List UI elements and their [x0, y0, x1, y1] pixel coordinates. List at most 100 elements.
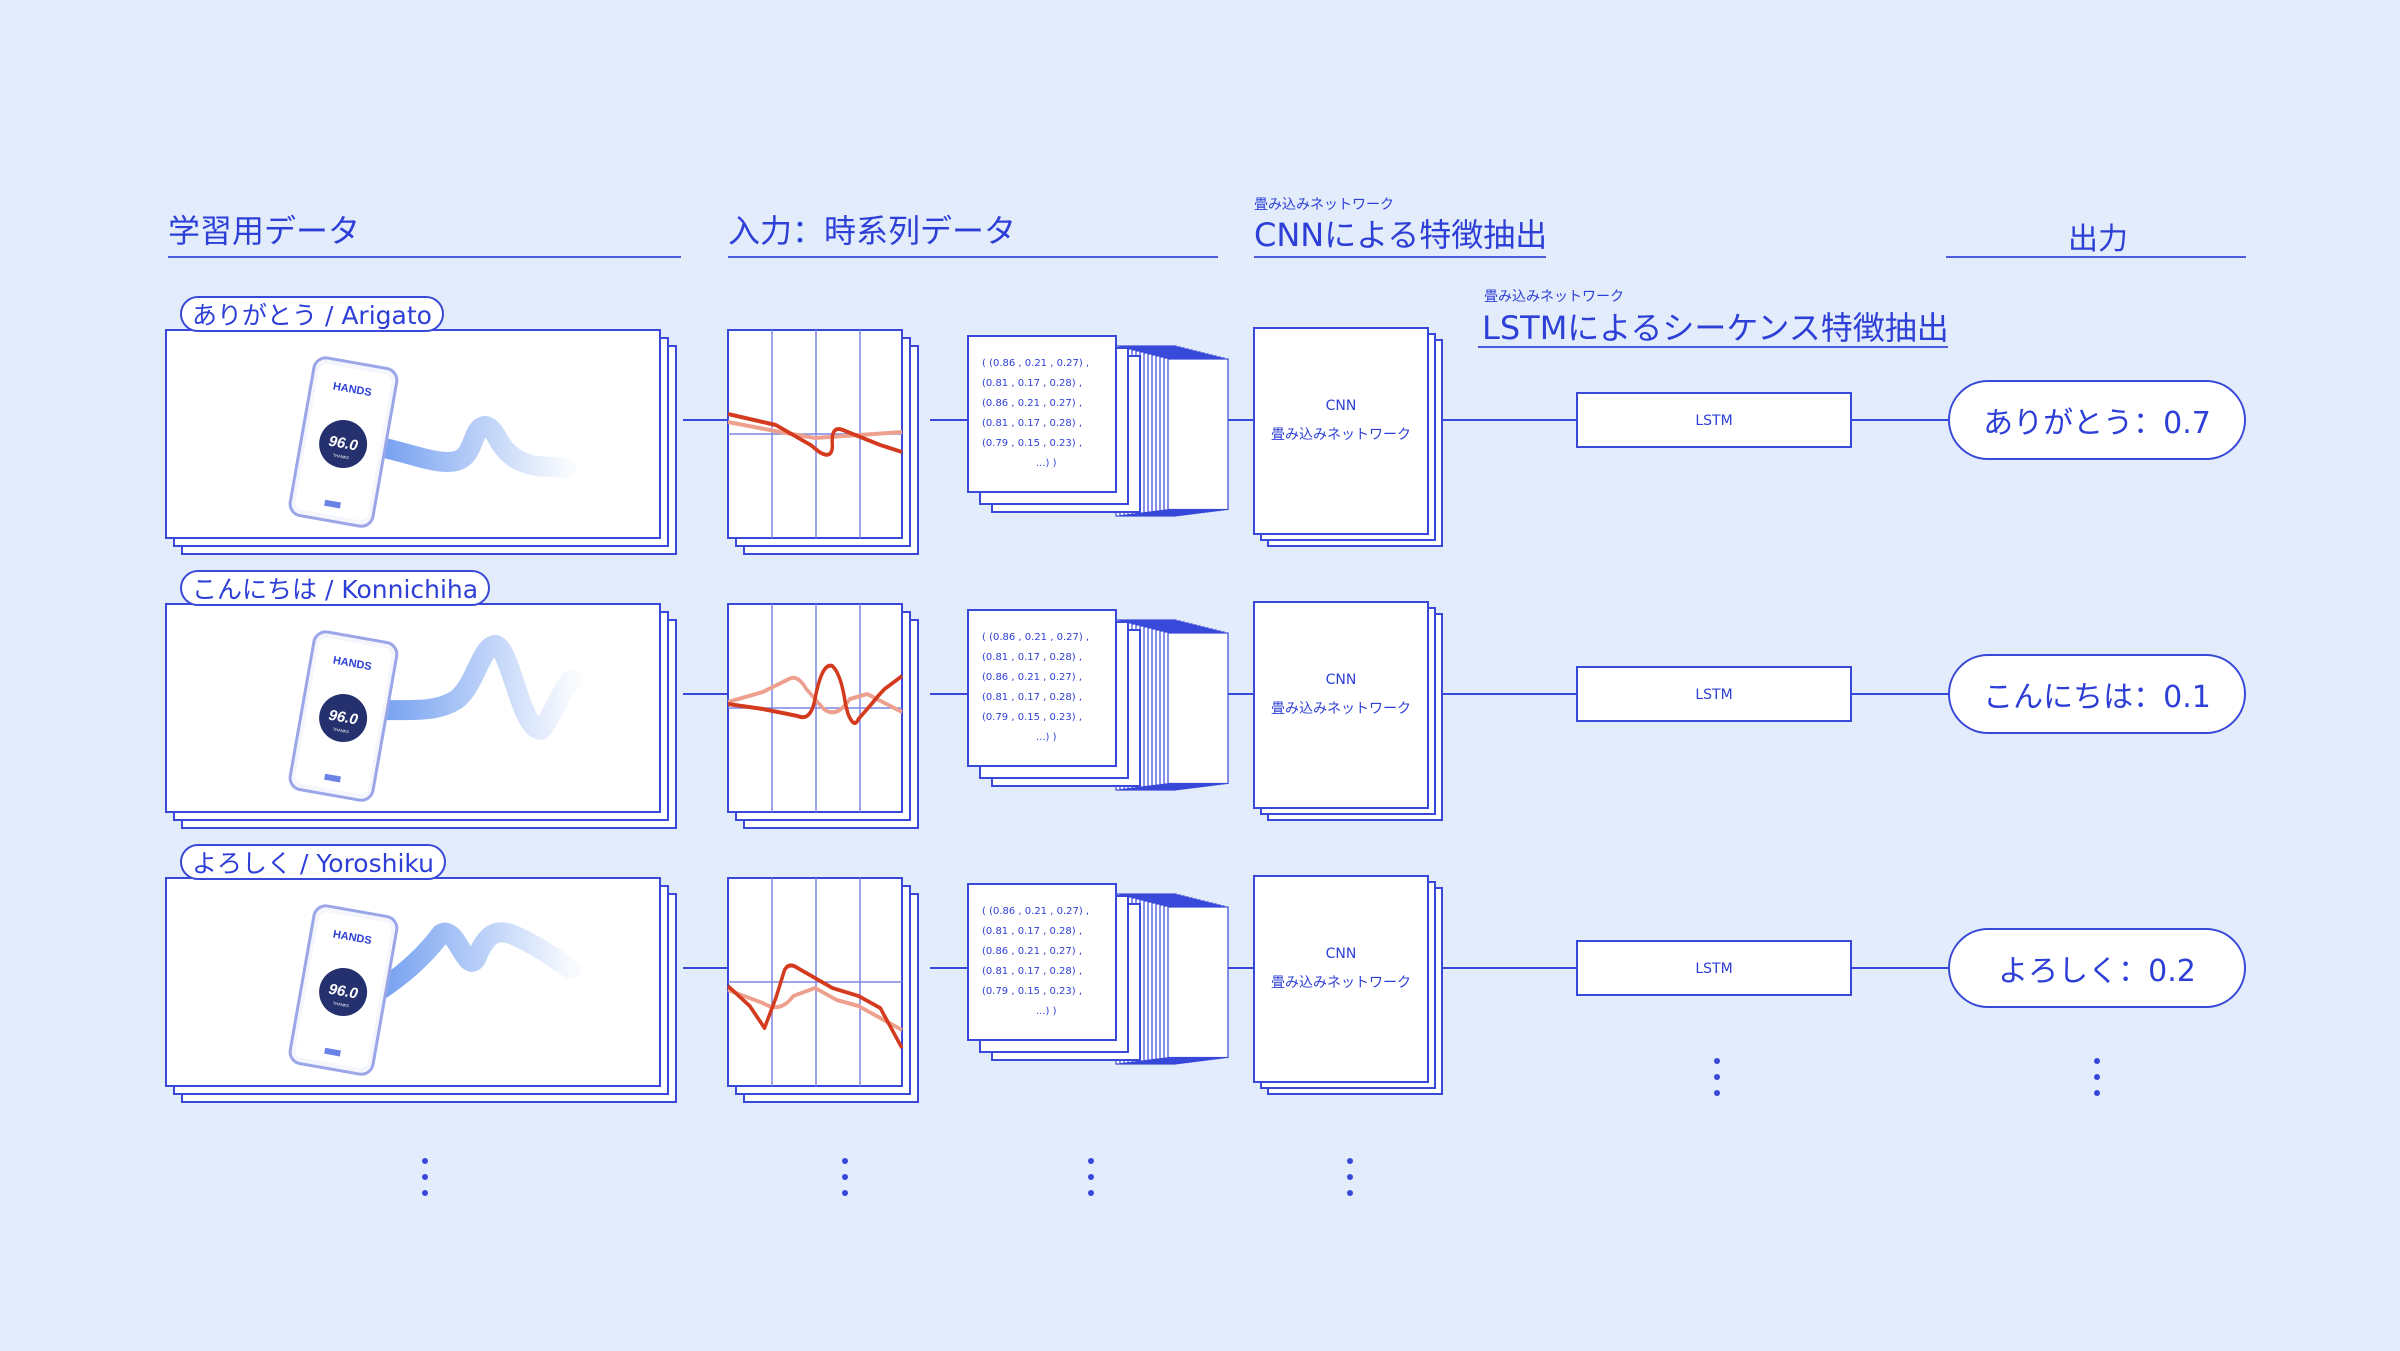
header-cnn-title: CNNによる特徴抽出 — [1254, 216, 1548, 254]
header-cnn-ruby: 畳み込みネットワーク — [1254, 197, 1394, 213]
header-cnn-underline — [1254, 256, 1546, 258]
matrix-row: (0.79 , 0.15 , 0.23) , — [982, 438, 1082, 449]
output-probability: よろしく：0.2 — [1948, 928, 2246, 1008]
continuation-dots — [422, 1158, 428, 1206]
phone-home-icon — [324, 1047, 341, 1057]
cnn-card: CNN 畳み込みネットワーク — [1253, 327, 1443, 547]
hand-motion-swoosh — [364, 922, 581, 1004]
header-lstm-title: LSTMによるシーケンス特徴抽出 — [1482, 309, 1949, 347]
phone-home-icon — [324, 773, 341, 783]
score-circle — [319, 694, 368, 743]
lstm-box: LSTM — [1576, 940, 1852, 996]
phone-score: 96.0 — [327, 981, 359, 1003]
score-circle — [319, 420, 368, 469]
matrix-stack: ( (0.86 , 0.21 , 0.27) , (0.81 , 0.17 , 0… — [967, 609, 1229, 791]
signal-group — [726, 963, 904, 1050]
phone-score: 96.0 — [327, 433, 359, 455]
cnn-sheet — [1253, 327, 1429, 535]
phone-score-caption: THANKS — [333, 1000, 350, 1008]
cnn-subtitle: 畳み込みネットワーク — [1271, 975, 1411, 991]
matrix-stack: ( (0.86 , 0.21 , 0.27) , (0.81 , 0.17 , 0… — [967, 883, 1229, 1065]
matrix-row: ...) ) — [1036, 458, 1057, 469]
signal-dark — [726, 963, 904, 1050]
timeseries-card — [727, 603, 919, 829]
cnn-card: CNN 畳み込みネットワーク — [1253, 601, 1443, 821]
matrix-row: ( (0.86 , 0.21 , 0.27) , — [982, 358, 1089, 369]
cnn-sheet — [1253, 601, 1429, 809]
lstm-rect — [1576, 666, 1852, 722]
matrix-row: (0.81 , 0.17 , 0.28) , — [982, 926, 1082, 937]
sample-label: よろしく / Yoroshiku — [180, 844, 446, 880]
lstm-label: LSTM — [1695, 961, 1732, 977]
cnn-title: CNN — [1326, 398, 1357, 414]
sample-label: こんにちは / Konnichiha — [180, 570, 491, 606]
output-probability: ありがとう：0.7 — [1948, 380, 2246, 460]
hand-motion-swoosh — [364, 635, 581, 740]
cnn-title: CNN — [1326, 672, 1357, 688]
header-lstm-underline — [1478, 346, 1948, 348]
cnn-card: CNN 畳み込みネットワーク — [1253, 875, 1443, 1095]
hand-motion-swoosh — [364, 416, 576, 478]
matrix-row: (0.81 , 0.17 , 0.28) , — [982, 966, 1082, 977]
matrix-row: ( (0.86 , 0.21 , 0.27) , — [982, 906, 1089, 917]
matrix-stack: ( (0.86 , 0.21 , 0.27) , (0.81 , 0.17 , 0… — [967, 335, 1229, 517]
signal-group — [727, 412, 903, 457]
cnn-sheet — [1253, 875, 1429, 1083]
matrix-front-sheet — [967, 883, 1117, 1041]
lstm-box: LSTM — [1576, 666, 1852, 722]
lstm-label: LSTM — [1695, 687, 1732, 703]
header-output: 出力 — [2068, 222, 2128, 257]
training-card-sheet — [165, 329, 661, 539]
lstm-rect — [1576, 392, 1852, 448]
matrix-row: (0.79 , 0.15 , 0.23) , — [982, 712, 1082, 723]
cnn-title: CNN — [1326, 946, 1357, 962]
header-input-underline — [728, 256, 1218, 258]
header-input: 入力：時系列データ — [728, 212, 1017, 250]
continuation-dots — [1347, 1158, 1353, 1206]
matrix-row: ...) ) — [1036, 732, 1057, 743]
matrix-sheet — [1167, 632, 1229, 785]
signal-dark — [727, 663, 903, 725]
sample-label: ありがとう / Arigato — [180, 296, 444, 332]
continuation-dots — [1088, 1158, 1094, 1206]
header-lstm-ruby: 畳み込みネットワーク — [1484, 289, 1624, 305]
timeseries-card — [726, 877, 919, 1103]
continuation-dots — [1714, 1058, 1720, 1106]
training-card-sheet — [165, 877, 661, 1087]
phone-home-icon — [324, 499, 341, 509]
matrix-row: (0.81 , 0.17 , 0.28) , — [982, 652, 1082, 663]
continuation-dots — [2094, 1058, 2100, 1106]
cnn-subtitle: 畳み込みネットワーク — [1271, 701, 1411, 717]
matrix-row: (0.81 , 0.17 , 0.28) , — [982, 418, 1082, 429]
cnn-subtitle: 畳み込みネットワーク — [1271, 427, 1411, 443]
signal-dark — [727, 412, 903, 457]
matrix-sheet — [1167, 358, 1229, 511]
lstm-label: LSTM — [1695, 413, 1732, 429]
phone-score: 96.0 — [327, 707, 359, 729]
matrix-row: (0.86 , 0.21 , 0.27) , — [982, 946, 1082, 957]
phone-score-caption: THANKS — [333, 452, 350, 460]
lstm-box: LSTM — [1576, 392, 1852, 448]
matrix-row: ( (0.86 , 0.21 , 0.27) , — [982, 632, 1089, 643]
matrix-row: ...) ) — [1036, 1006, 1057, 1017]
signal-group — [727, 663, 903, 725]
matrix-front-sheet — [967, 609, 1117, 767]
phone-score-caption: THANKS — [333, 726, 350, 734]
matrix-row: (0.81 , 0.17 , 0.28) , — [982, 378, 1082, 389]
matrix-row: (0.86 , 0.21 , 0.27) , — [982, 398, 1082, 409]
signal-light — [727, 986, 903, 1032]
continuation-dots — [842, 1158, 848, 1206]
output-probability: こんにちは：0.1 — [1948, 654, 2246, 734]
header-training: 学習用データ — [168, 212, 361, 250]
timeseries-card — [727, 329, 919, 555]
matrix-row: (0.86 , 0.21 , 0.27) , — [982, 672, 1082, 683]
header-output-underline — [1946, 256, 2246, 258]
